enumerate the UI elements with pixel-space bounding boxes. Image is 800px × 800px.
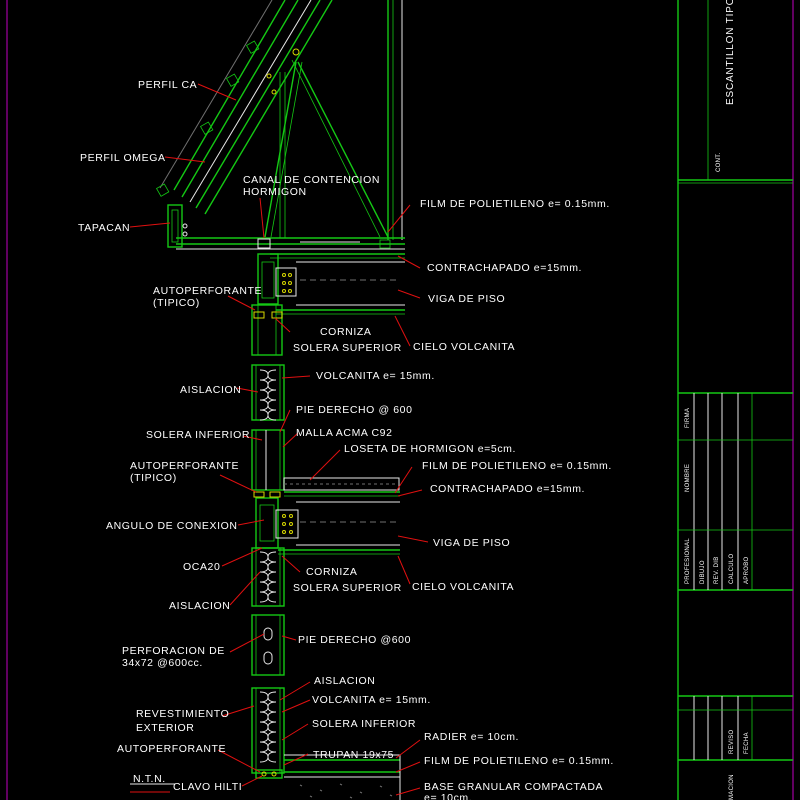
label-tapacan: TAPACAN: [78, 222, 130, 234]
title-block-title: ESCANTILLON TIPO: [725, 0, 736, 105]
drawing-frame: [6, 0, 794, 800]
label-perforacion-1: PERFORACION DE: [122, 645, 225, 657]
title-block-reviso: REVISO: [729, 729, 735, 754]
title-block-aprobo: APROBO: [744, 556, 750, 584]
label-perfil-omega: PERFIL OMEGA: [80, 152, 166, 164]
title-block-fecha: FECHA: [744, 732, 750, 754]
label-solera-inferior-1: SOLERA INFERIOR: [146, 429, 250, 441]
label-aislacion-3: AISLACION: [314, 675, 375, 687]
label-film-1: FILM DE POLIETILENO e= 0.15mm.: [420, 198, 610, 210]
label-base-granular: BASE GRANULAR COMPACTADA: [424, 781, 603, 793]
label-solera-superior-1: SOLERA SUPERIOR: [293, 342, 402, 354]
label-perforacion-2: 34x72 @600cc.: [122, 657, 203, 669]
label-corniza-1: CORNIZA: [320, 326, 371, 338]
label-contrachapado-1: CONTRACHAPADO e=15mm.: [427, 262, 582, 274]
label-canal-contencion: CANAL DE CONTENCION: [243, 174, 380, 186]
label-radier: RADIER e= 10cm.: [424, 731, 519, 743]
label-autoperforante-1-tipico: (TIPICO): [153, 297, 200, 309]
label-film-3: FILM DE POLIETILENO e= 0.15mm.: [424, 755, 614, 767]
label-perfil-ca: PERFIL CA: [138, 79, 197, 91]
title-block-macion: MACION: [729, 774, 735, 800]
label-aislacion-2: AISLACION: [169, 600, 230, 612]
label-viga-piso-2: VIGA DE PISO: [433, 537, 510, 549]
label-clavo-hilti: CLAVO HILTI: [173, 781, 242, 793]
label-autoperforante-1: AUTOPERFORANTE: [153, 285, 262, 297]
title-block-firma: FIRMA: [685, 408, 691, 428]
label-revestimiento-exterior: EXTERIOR: [136, 722, 194, 734]
label-aislacion-1: AISLACION: [180, 384, 241, 396]
label-canal-hormigon: HORMIGON: [243, 186, 307, 198]
title-block-cont: CONT.: [716, 152, 722, 172]
label-film-2: FILM DE POLIETILENO e= 0.15mm.: [422, 460, 612, 472]
label-cielo-volcanita-2: CIELO VOLCANITA: [412, 581, 514, 593]
label-autoperforante-2: AUTOPERFORANTE: [130, 460, 239, 472]
label-autoperforante-2-tipico: (TIPICO): [130, 472, 177, 484]
label-revestimiento: REVESTIMIENTO: [136, 708, 229, 720]
title-block-dibujo: DIBUJO: [700, 560, 706, 584]
wall-stud-perforated: [251, 614, 285, 676]
wall-insulated-2: [251, 547, 285, 607]
label-trupan: TRUPAN 19x75: [313, 749, 394, 761]
label-pie-derecho-1: PIE DERECHO @ 600: [296, 404, 413, 416]
title-block-nombre: NOMBRE: [685, 464, 691, 492]
label-oca20: OCA20: [183, 561, 220, 573]
label-base-granular-espesor: e= 10cm.: [424, 792, 472, 800]
label-loseta-hormigon: LOSETA DE HORMIGON e=5cm.: [344, 443, 516, 455]
label-ntn: N.T.N.: [133, 773, 166, 785]
floor-assembly-middle: [251, 429, 400, 555]
label-solera-superior-2: SOLERA SUPERIOR: [293, 582, 402, 594]
floor-assembly-upper: [251, 253, 405, 356]
label-autoperforante-3: AUTOPERFORANTE: [117, 743, 226, 755]
annotation-labels: PERFIL CA PERFIL OMEGA TAPACAN CANAL DE …: [78, 79, 614, 800]
title-block-rev-dib: REV. DIB: [714, 556, 720, 584]
leader-lines: [129, 83, 429, 796]
title-block-calculo: CALCULO: [729, 554, 735, 584]
label-pie-derecho-2: PIE DERECHO @600: [298, 634, 411, 646]
wall-insulated-1: [251, 364, 285, 421]
label-solera-inferior-2: SOLERA INFERIOR: [312, 718, 416, 730]
wall-foundation: [130, 687, 401, 800]
label-corniza-2: CORNIZA: [306, 566, 357, 578]
label-volcanita-2: VOLCANITA e= 15mm.: [312, 694, 431, 706]
roof-truss: [155, 0, 405, 250]
title-block-profesional: PROFESIONAL: [685, 538, 691, 584]
title-block: ESCANTILLON TIPO CONT. FIRMA NOMBRE PROF…: [677, 0, 793, 800]
label-volcanita-1: VOLCANITA e= 15mm.: [316, 370, 435, 382]
label-viga-piso-1: VIGA DE PISO: [428, 293, 505, 305]
label-contrachapado-2: CONTRACHAPADO e=15mm.: [430, 483, 585, 495]
label-angulo-conexion: ANGULO DE CONEXION: [106, 520, 238, 532]
label-malla-acma: MALLA ACMA C92: [296, 427, 393, 439]
label-cielo-volcanita-1: CIELO VOLCANITA: [413, 341, 515, 353]
